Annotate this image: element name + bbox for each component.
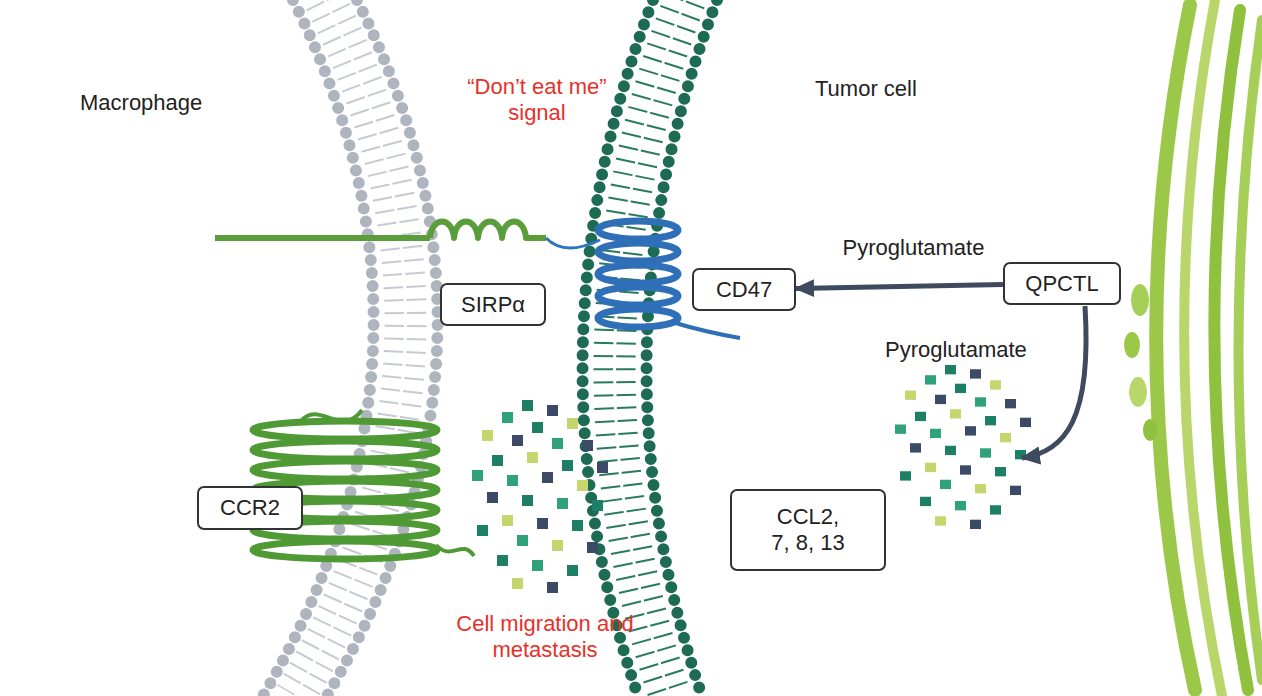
ccr2-tail xyxy=(300,410,362,422)
receptor-label-box: CCR2 xyxy=(197,486,303,530)
ccr2-tail xyxy=(436,545,474,556)
chemokine-cluster xyxy=(895,365,1031,529)
ccr2-helix xyxy=(253,441,437,459)
reaction-arrow xyxy=(796,285,1003,289)
cd47-helix xyxy=(598,265,678,283)
sirpa-protein xyxy=(215,222,546,239)
secretion-arrow xyxy=(1022,306,1086,458)
golgi-vesicle xyxy=(1124,332,1140,358)
box-text: CCL2, 7, 8, 13 xyxy=(768,504,848,556)
cd47-loop xyxy=(546,238,600,248)
golgi-cisterna xyxy=(1239,20,1262,680)
protein-label-box: SIRPα xyxy=(440,283,546,326)
tumor-membrane xyxy=(583,0,717,696)
cell-label: Macrophage xyxy=(80,90,202,116)
lipid-heads xyxy=(647,0,717,696)
box-text: SIRPα xyxy=(461,292,525,318)
process-label: Pyroglutamate xyxy=(885,337,1027,363)
chemokine-cluster xyxy=(472,400,608,593)
chemokine-label-box: CCL2, 7, 8, 13 xyxy=(730,489,886,571)
lipid-heads xyxy=(263,0,374,696)
sirpa-stem xyxy=(215,235,430,241)
ccr2-receptor xyxy=(253,410,474,559)
cd47-helix xyxy=(598,287,678,305)
cd47-helix xyxy=(598,309,678,327)
edge-label: Pyroglutamate xyxy=(843,235,985,261)
macrophage-membrane xyxy=(263,0,438,696)
ccr2-helix xyxy=(253,421,437,439)
golgi-vesicle xyxy=(1143,419,1157,441)
lipid-heads xyxy=(327,0,438,696)
cd47-helix xyxy=(598,243,678,261)
signal-note: “Don’t eat me” signal xyxy=(452,74,622,126)
cd47-tail xyxy=(672,322,740,338)
sirpa-domains xyxy=(430,222,546,239)
box-text: QPCTL xyxy=(1025,271,1098,297)
cell-label: Tumor cell xyxy=(815,76,917,102)
lipid-heads xyxy=(583,0,653,696)
ccr2-helix xyxy=(253,541,437,559)
ccr2-helix xyxy=(253,461,437,479)
box-text: CD47 xyxy=(716,277,772,303)
box-text: CCR2 xyxy=(220,495,280,521)
golgi-apparatus xyxy=(1124,0,1262,696)
connector-layer xyxy=(796,285,1003,289)
cd47-helix xyxy=(598,221,678,239)
golgi-vesicle xyxy=(1131,284,1149,316)
golgi-vesicle xyxy=(1129,377,1147,407)
protein-label-box: CD47 xyxy=(692,268,796,311)
outcome-note: Cell migration and metastasis xyxy=(450,611,640,663)
enzyme-label-box: QPCTL xyxy=(1003,262,1121,305)
